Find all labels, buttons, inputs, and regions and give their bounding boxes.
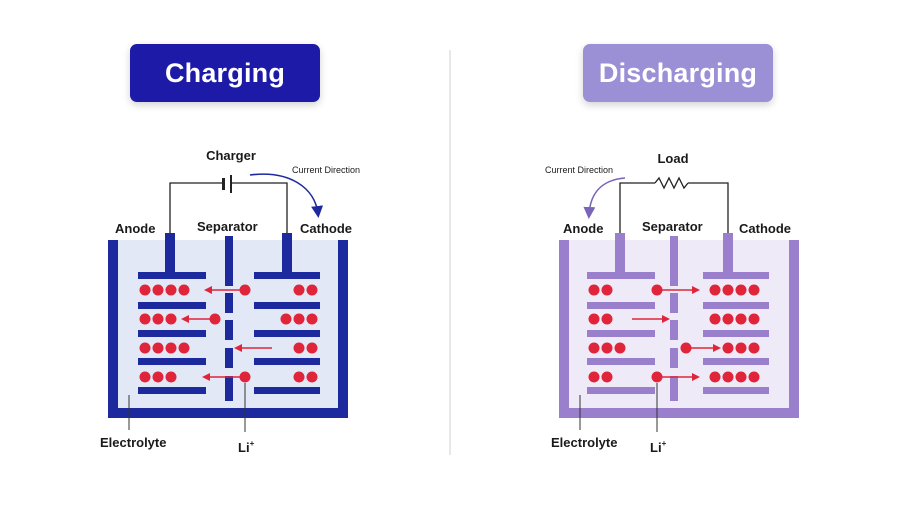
charging-anode-terminal xyxy=(165,233,175,275)
charger-label: Charger xyxy=(206,148,256,163)
charging-ion-label: Li+ xyxy=(238,439,255,455)
charger-cell-long xyxy=(222,178,225,190)
charging-cell: Charger Current Direction Anode Separato… xyxy=(100,148,360,455)
charging-anode-label: Anode xyxy=(115,221,155,236)
discharging-anode-ions xyxy=(588,284,626,383)
charging-anode-plates xyxy=(138,272,206,394)
discharging-cathode-ions xyxy=(709,284,760,383)
discharging-anode-terminal xyxy=(615,233,625,275)
discharging-ion-label: Li+ xyxy=(650,439,667,455)
discharging-separator-label: Separator xyxy=(642,219,703,234)
discharging-cathode-terminal xyxy=(723,233,733,275)
charging-moving-ions xyxy=(181,284,272,383)
discharging-anode-label: Anode xyxy=(563,221,603,236)
discharging-current-arrow xyxy=(583,177,626,219)
charging-wire-right xyxy=(232,182,288,233)
charging-wire-left xyxy=(169,182,222,233)
discharging-wire-left xyxy=(619,182,655,233)
charger-cell-short xyxy=(230,175,232,193)
discharging-wire-right xyxy=(688,182,729,233)
discharging-current-direction: Current Direction xyxy=(545,165,613,175)
charging-cathode-plates xyxy=(254,272,320,394)
discharging-cathode-plates xyxy=(703,272,769,394)
discharging-electrolyte-label: Electrolyte xyxy=(551,435,617,450)
charging-current-arrow xyxy=(249,173,324,218)
charging-cathode-ions xyxy=(280,284,318,383)
charging-title: Charging xyxy=(130,44,320,102)
charging-current-direction: Current Direction xyxy=(292,165,360,175)
charging-electrolyte-label: Electrolyte xyxy=(100,435,166,450)
charging-separator-label: Separator xyxy=(197,219,258,234)
charging-cathode-terminal xyxy=(282,233,292,275)
charging-anode-ions xyxy=(139,284,190,383)
charging-separator xyxy=(225,236,233,401)
discharging-cathode-label: Cathode xyxy=(739,221,791,236)
charging-cathode-label: Cathode xyxy=(300,221,352,236)
load-resistor xyxy=(654,176,689,190)
discharging-cell: Load Current Direction Anode Separator C… xyxy=(545,151,799,455)
load-label: Load xyxy=(657,151,688,166)
discharging-title: Discharging xyxy=(583,44,773,102)
discharging-anode-plates xyxy=(587,272,655,394)
discharging-separator xyxy=(670,236,678,401)
discharging-moving-ions xyxy=(632,284,721,383)
